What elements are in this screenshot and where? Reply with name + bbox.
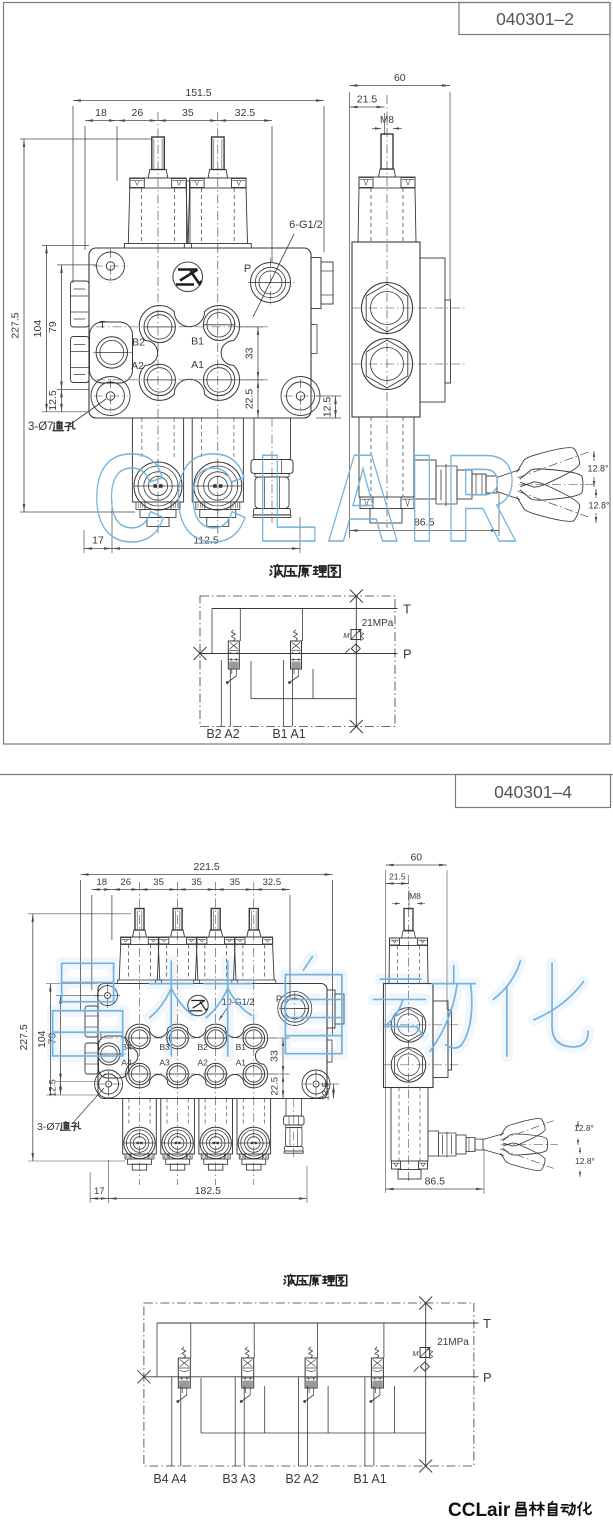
svg-text:32.5: 32.5 xyxy=(263,877,282,888)
svg-text:221.5: 221.5 xyxy=(193,861,219,873)
svg-text:32.5: 32.5 xyxy=(235,107,256,119)
svg-text:3-Ø7: 3-Ø7 xyxy=(37,1121,61,1133)
svg-text:A1: A1 xyxy=(191,359,204,371)
svg-text:B2: B2 xyxy=(197,1042,208,1052)
svg-text:B4 A4: B4 A4 xyxy=(153,1472,186,1486)
svg-text:6-G1/2: 6-G1/2 xyxy=(289,219,323,231)
svg-text:12.5: 12.5 xyxy=(47,390,59,411)
svg-text:26: 26 xyxy=(132,107,144,119)
svg-text:21.5: 21.5 xyxy=(389,872,406,882)
svg-text:B2: B2 xyxy=(132,337,145,349)
svg-text:35: 35 xyxy=(153,877,164,888)
svg-text:T: T xyxy=(99,319,106,331)
svg-text:A2: A2 xyxy=(197,1058,208,1068)
svg-text:12.5: 12.5 xyxy=(322,397,334,418)
svg-text:A2: A2 xyxy=(131,360,144,372)
svg-text:12.5: 12.5 xyxy=(320,1082,331,1101)
svg-text:M: M xyxy=(412,1349,419,1358)
svg-text:12.8°: 12.8° xyxy=(587,464,609,474)
svg-text:227.5: 227.5 xyxy=(10,312,22,338)
svg-text:18: 18 xyxy=(97,877,108,888)
svg-text:35: 35 xyxy=(182,107,194,119)
svg-text:B1: B1 xyxy=(191,336,204,348)
svg-text:B3: B3 xyxy=(159,1042,170,1052)
svg-text:12.8°: 12.8° xyxy=(575,1156,595,1166)
svg-text:104: 104 xyxy=(32,320,44,338)
svg-text:79: 79 xyxy=(47,321,59,333)
svg-text:CCLAIR: CCLAIR xyxy=(93,429,526,568)
svg-text:CCLair: CCLair xyxy=(448,1500,511,1521)
svg-text:17: 17 xyxy=(94,1186,105,1197)
svg-text:33: 33 xyxy=(244,347,256,359)
svg-text:86.5: 86.5 xyxy=(425,1176,446,1188)
svg-text:21MPa: 21MPa xyxy=(437,1337,469,1348)
svg-text:12.8°: 12.8° xyxy=(574,1123,594,1133)
svg-text:21MPa: 21MPa xyxy=(362,618,394,629)
svg-text:B1: B1 xyxy=(236,1042,247,1052)
svg-text:112.5: 112.5 xyxy=(193,535,219,547)
svg-text:22.5: 22.5 xyxy=(269,1077,280,1096)
svg-text:60: 60 xyxy=(410,852,422,864)
svg-text:P: P xyxy=(483,1370,492,1385)
svg-text:151.5: 151.5 xyxy=(185,87,211,99)
svg-text:040301–2: 040301–2 xyxy=(496,9,574,29)
svg-text:040301–4: 040301–4 xyxy=(494,782,572,802)
svg-text:104: 104 xyxy=(36,1030,48,1048)
svg-text:22.5: 22.5 xyxy=(243,389,255,410)
svg-text:35: 35 xyxy=(230,877,241,888)
svg-text:21.5: 21.5 xyxy=(357,94,378,106)
svg-text:26: 26 xyxy=(120,877,131,888)
svg-text:P: P xyxy=(244,263,251,275)
svg-text:M8: M8 xyxy=(409,891,421,901)
svg-text:182.5: 182.5 xyxy=(195,1185,221,1197)
svg-text:M: M xyxy=(343,631,350,640)
svg-text:17: 17 xyxy=(92,535,104,547)
svg-text:A4: A4 xyxy=(121,1058,132,1068)
svg-text:P: P xyxy=(403,647,412,662)
svg-text:B2 A2: B2 A2 xyxy=(206,727,239,741)
svg-text:12.5: 12.5 xyxy=(48,1079,58,1097)
svg-text:A1: A1 xyxy=(236,1058,247,1068)
svg-text:227.5: 227.5 xyxy=(18,1024,30,1050)
svg-text:86.5: 86.5 xyxy=(414,517,435,529)
svg-text:B2 A2: B2 A2 xyxy=(285,1472,318,1486)
svg-text:12.8°: 12.8° xyxy=(588,501,610,511)
svg-text:35: 35 xyxy=(191,877,202,888)
svg-text:3-Ø7: 3-Ø7 xyxy=(28,421,54,433)
svg-text:33: 33 xyxy=(269,1050,281,1062)
svg-text:60: 60 xyxy=(394,72,406,84)
svg-text:T: T xyxy=(403,602,411,617)
svg-text:P: P xyxy=(276,994,282,1005)
svg-text:A3: A3 xyxy=(159,1058,170,1068)
svg-text:T: T xyxy=(483,1316,491,1331)
svg-text:B1 A1: B1 A1 xyxy=(353,1472,386,1486)
svg-text:B1 A1: B1 A1 xyxy=(272,727,305,741)
svg-text:18: 18 xyxy=(95,107,107,119)
svg-text:B3 A3: B3 A3 xyxy=(222,1472,255,1486)
